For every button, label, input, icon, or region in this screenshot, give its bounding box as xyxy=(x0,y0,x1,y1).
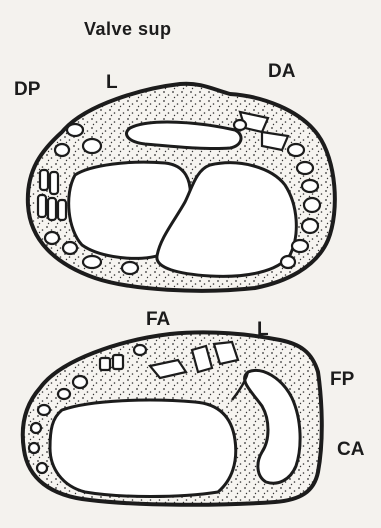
label-ca: CA xyxy=(337,440,364,459)
label-da: DA xyxy=(268,62,295,81)
upper-section xyxy=(28,84,335,291)
label-l-bottom: L xyxy=(257,320,269,339)
label-l-top: L xyxy=(106,73,118,92)
label-dp: DP xyxy=(14,80,40,99)
lower-section xyxy=(23,332,322,504)
label-fp: FP xyxy=(330,370,354,389)
lower-left-cavity xyxy=(50,400,236,496)
label-fa: FA xyxy=(146,310,170,329)
figure-title: Valve sup xyxy=(84,20,172,38)
